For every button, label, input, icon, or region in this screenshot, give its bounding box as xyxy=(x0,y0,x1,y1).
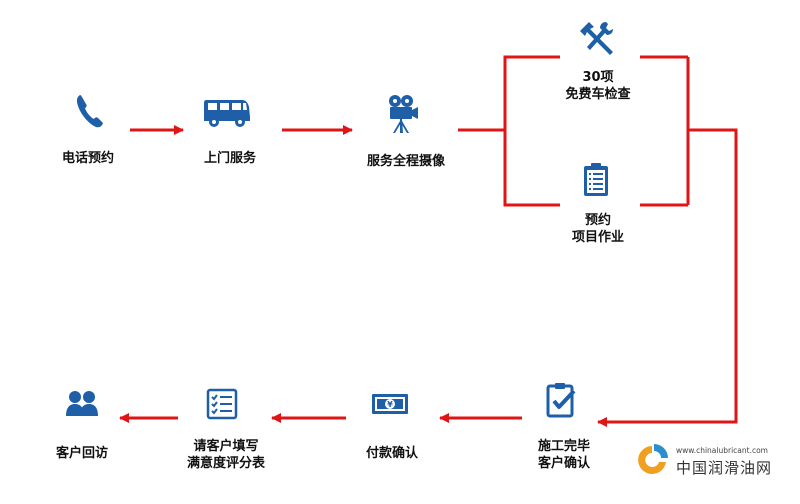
step-label-video-record: 服务全程摄像 xyxy=(346,153,466,170)
step-label-completion: 施工完毕 客户确认 xyxy=(512,438,616,472)
step-label-line: 项目作业 xyxy=(571,230,624,245)
tools-icon xyxy=(580,22,613,55)
watermark-logo: www.chinalubricant.com 中国润滑油网 xyxy=(632,440,792,480)
branch-to-booked-work xyxy=(503,130,560,207)
step-label-line: 服务全程摄像 xyxy=(366,154,445,169)
clipboard-list-icon xyxy=(584,163,608,196)
watermark-url: www.chinalubricant.com xyxy=(676,446,768,455)
step-label-booked-work: 预约 项目作业 xyxy=(546,212,650,246)
connectors xyxy=(119,55,738,427)
arrow-to-completion xyxy=(597,128,738,427)
step-label-home-service: 上门服务 xyxy=(182,150,278,167)
step-label-payment: 付款确认 xyxy=(340,445,444,462)
step-label-line: 30项 xyxy=(582,70,614,85)
step-label-line: 请客户填写 xyxy=(193,439,259,454)
banknote-icon: ¥ xyxy=(372,394,408,414)
van-icon xyxy=(204,100,250,127)
step-label-line: 客户回访 xyxy=(55,446,108,461)
clipboard-check-icon xyxy=(546,383,576,418)
step-label-phone-booking: 电话预约 xyxy=(40,150,136,167)
step-label-line: 上门服务 xyxy=(203,151,256,166)
step-label-survey: 请客户填写 满意度评分表 xyxy=(166,438,286,472)
svg-text:¥: ¥ xyxy=(387,400,393,409)
users-icon xyxy=(66,391,98,416)
step-label-line: 预约 xyxy=(584,213,611,228)
step-label-free-check: 30项 免费车检查 xyxy=(546,69,650,103)
logo-mark-icon xyxy=(638,444,668,474)
phone-icon xyxy=(76,95,103,128)
step-label-line: 免费车检查 xyxy=(565,87,631,102)
watermark-name: 中国润滑油网 xyxy=(676,459,773,477)
step-label-line: 施工完毕 xyxy=(537,439,590,454)
video-camera-icon xyxy=(389,95,418,133)
step-label-line: 电话预约 xyxy=(61,151,114,166)
step-label-line: 满意度评分表 xyxy=(186,456,265,471)
step-label-line: 客户确认 xyxy=(537,456,590,471)
step-label-follow-up: 客户回访 xyxy=(30,445,134,462)
branch-to-free-check xyxy=(458,55,560,132)
checklist-icon xyxy=(206,388,238,420)
step-label-line: 付款确认 xyxy=(365,446,418,461)
